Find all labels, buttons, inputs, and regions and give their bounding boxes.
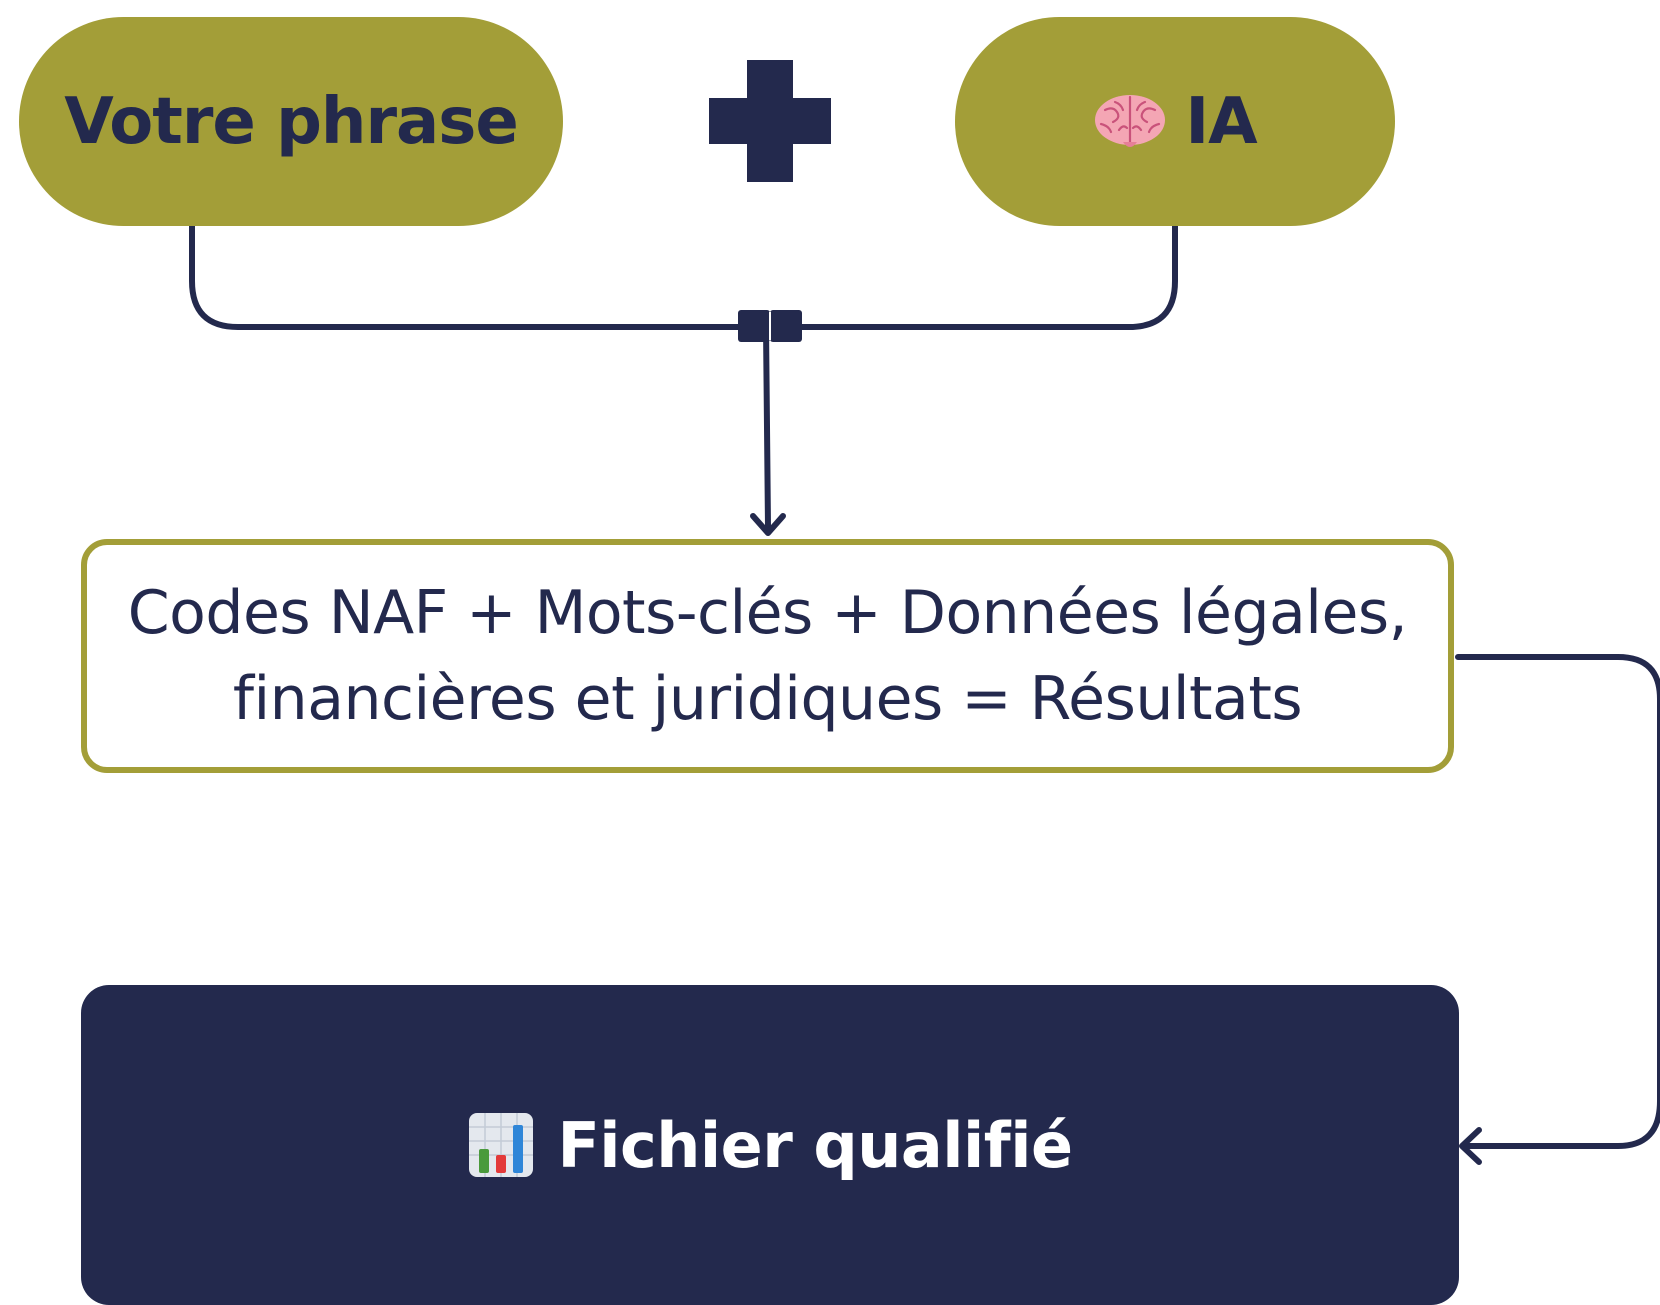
arrowhead-down [750,513,786,536]
output-box: Fichier qualifié [81,985,1459,1305]
connector-down [763,324,771,530]
junction-block-right [770,310,802,342]
arrowhead-left [1459,1127,1482,1165]
output-label: Fichier qualifié [557,1108,1073,1182]
brain-icon [1095,94,1166,147]
connector-right [797,223,1178,330]
plus-icon [709,60,831,182]
input-pill-ia: IA [955,17,1395,226]
result-box: Codes NAF + Mots-clés + Données légales,… [81,539,1454,773]
input-pill-phrase: Votre phrase [19,17,563,226]
connector-loop [1455,654,1660,1149]
input-label-phrase: Votre phrase [64,84,518,159]
result-line-1: Codes NAF + Mots-clés + Données légales, [127,578,1408,648]
bar-chart-icon [469,1113,534,1177]
junction-block-left [738,310,770,342]
plus-bar-horizontal [709,98,831,144]
result-line-2: financières et juridiques = Résultats [232,664,1303,734]
result-text: Codes NAF + Mots-clés + Données légales,… [127,570,1408,742]
connector-left [189,223,743,330]
input-label-ia: IA [1185,84,1257,159]
